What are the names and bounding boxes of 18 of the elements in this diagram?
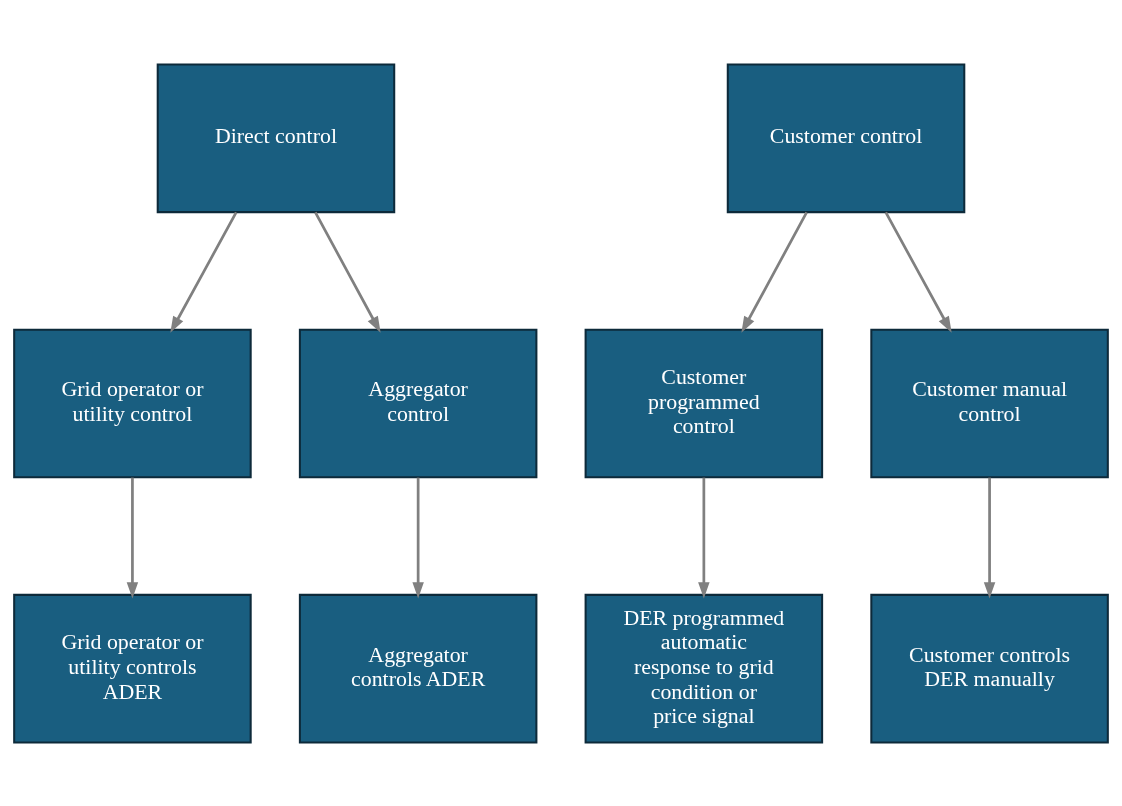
node-box: Direct control: [156, 62, 396, 213]
arrow: [412, 477, 424, 599]
arrow: [698, 477, 710, 599]
arrow: [170, 211, 238, 333]
node-box: Customer manual control: [870, 328, 1109, 478]
node-box: Customer controls DER manually: [870, 593, 1109, 744]
arrow: [126, 477, 139, 599]
node-box: Customer control: [726, 62, 966, 213]
node-box: Aggregator control: [298, 328, 538, 478]
node-box: Aggregator controls ADER: [298, 593, 538, 744]
node-box: DER programmed automatic response to grid condition or price signal: [584, 593, 824, 744]
node-box: Grid operator or utility controls ADER: [13, 593, 252, 744]
arrow: [884, 211, 952, 333]
arrow: [983, 477, 996, 599]
arrow: [741, 211, 808, 333]
node-box: Grid operator or utility control: [13, 328, 252, 478]
arrow: [314, 211, 381, 333]
node-box: Customer programmed control: [584, 328, 824, 478]
